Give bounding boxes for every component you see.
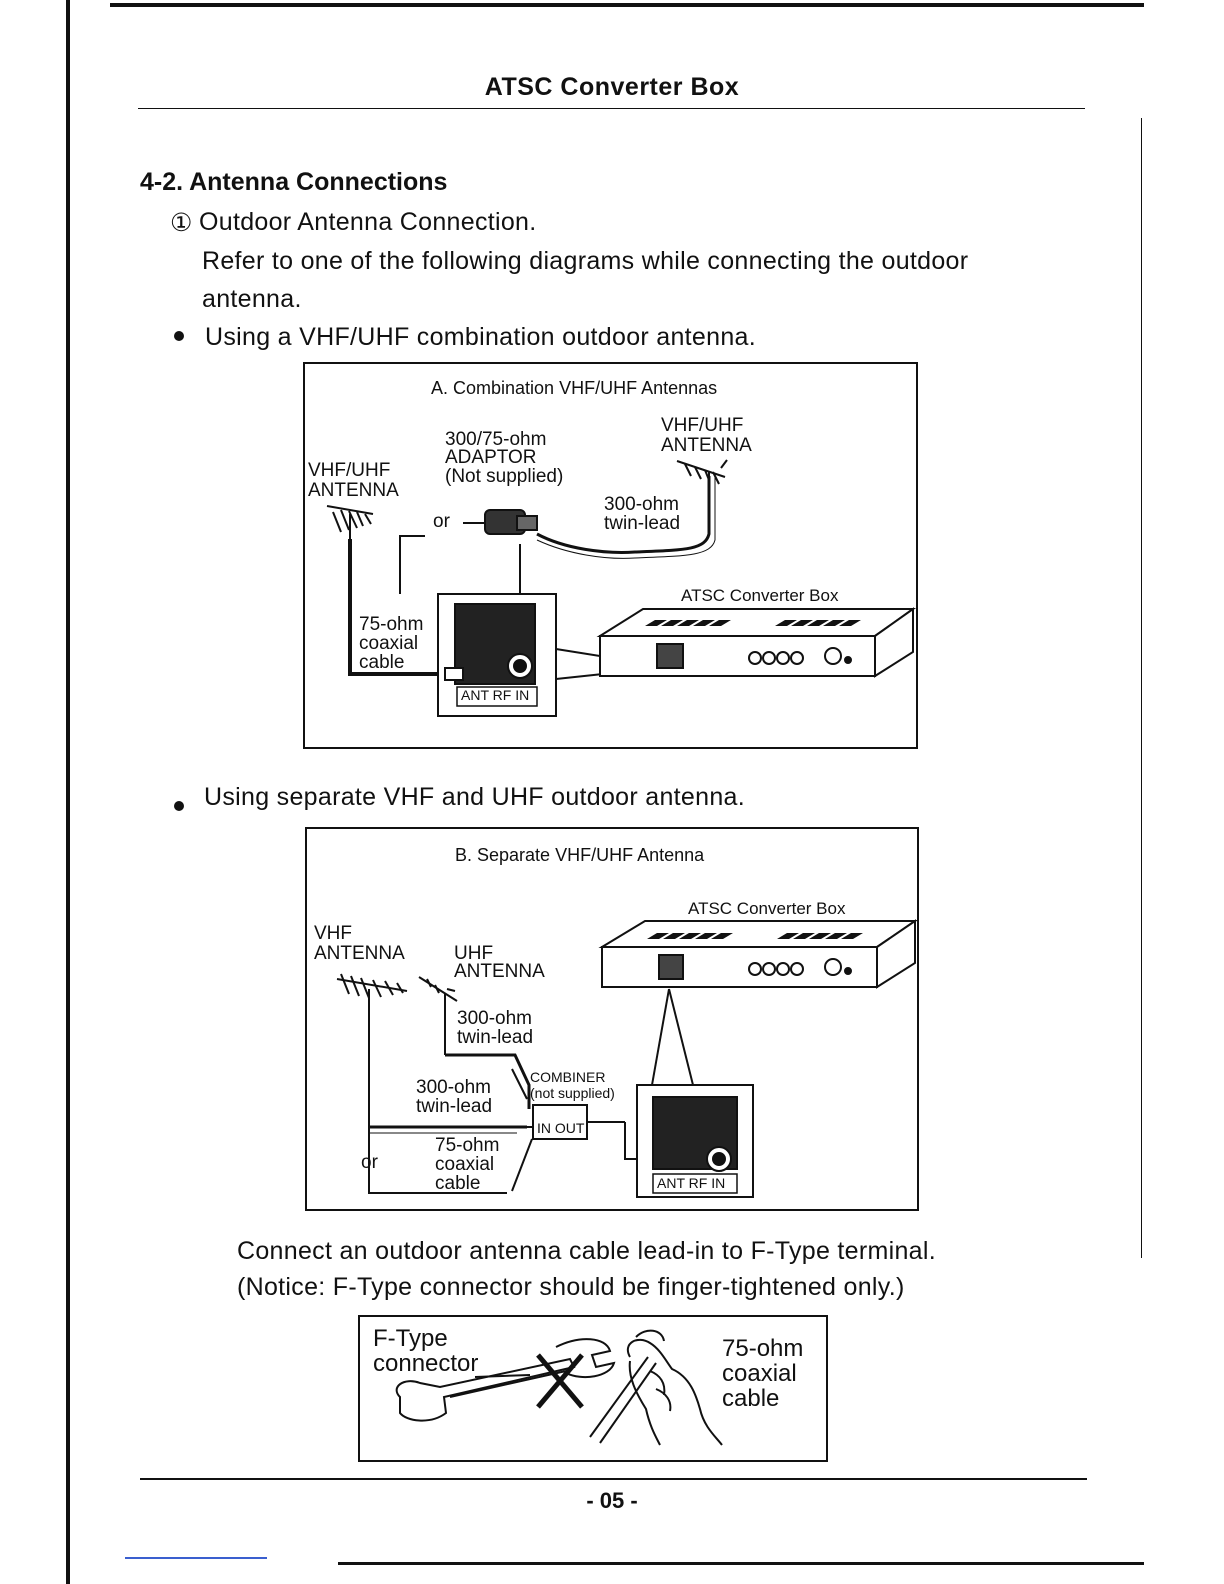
twin-lead-label-1: 300-ohm: [604, 494, 679, 515]
diagram-b-drawing: [336, 919, 919, 1198]
vhf-antenna-icon: [336, 973, 408, 1193]
twin-lead-label-2: twin-lead: [604, 513, 681, 534]
intro-line-1: Refer to one of the following diagrams w…: [202, 247, 969, 275]
footer-rule: [140, 1478, 1087, 1480]
left-antenna-label-2: ANTENNA: [308, 480, 399, 501]
diagram-a-caption: A. Combination VHF/UHF Antennas: [431, 378, 718, 398]
bullet-dot-2: [174, 801, 184, 811]
or-label: or: [433, 511, 450, 532]
uhf-label-2: ANTENNA: [454, 961, 545, 982]
ftype-label-2: connector: [373, 1350, 479, 1377]
diagram-a: A. Combination VHF/UHF Antennas 300/75-o…: [303, 362, 918, 749]
coax-c-label-1: 75-ohm: [722, 1335, 804, 1362]
uhf-antenna-icon: [418, 976, 458, 1055]
ftype-label-1: F-Type: [373, 1325, 448, 1352]
right-antenna-label-1: VHF/UHF: [661, 415, 744, 436]
bottom-border: [338, 1562, 1144, 1565]
converter-box-icon-b: [598, 919, 919, 989]
top-border: [110, 3, 1144, 7]
step-marker: ①: [170, 209, 193, 237]
coax-b-label-2: coaxial: [435, 1154, 495, 1175]
ant-rf-in-label-a: ANT RF IN: [461, 687, 530, 703]
twin-left-label-1: 300-ohm: [416, 1077, 491, 1098]
ant-rf-in-label-b: ANT RF IN: [657, 1175, 726, 1191]
step-title: Outdoor Antenna Connection.: [199, 208, 537, 236]
diagram-a-drawing: [326, 459, 917, 717]
section-title: 4-2. Antenna Connections: [140, 168, 448, 196]
twin-top-label-2: twin-lead: [457, 1027, 534, 1048]
left-antenna-label-1: VHF/UHF: [308, 460, 391, 481]
bullet-dot-1: [174, 331, 184, 341]
prohibited-x-icon: [536, 1353, 584, 1409]
vhf-label-2: ANTENNA: [314, 943, 405, 964]
converter-box-label-b: ATSC Converter Box: [688, 899, 846, 918]
right-margin-line: [1141, 118, 1142, 1258]
page-number: - 05 -: [586, 1488, 638, 1513]
note-line-2: (Notice: F-Type connector should be fing…: [237, 1273, 905, 1301]
in-out-label: IN OUT: [537, 1120, 585, 1136]
diagram-c-drawing: [395, 1329, 723, 1446]
converter-box-label-a: ATSC Converter Box: [681, 586, 839, 605]
adaptor-label-3: (Not supplied): [445, 466, 564, 487]
combiner-label-1: COMBINER: [530, 1069, 606, 1085]
coax-b-label-1: 75-ohm: [435, 1135, 500, 1156]
right-antenna-label-2: ANTENNA: [661, 435, 752, 456]
bullet-1-text: Using a VHF/UHF combination outdoor ante…: [205, 323, 756, 351]
coax-label-2: coaxial: [359, 633, 419, 654]
page-left-edge: [66, 0, 70, 1584]
vhf-label-1: VHF: [314, 923, 352, 944]
diagram-b-caption: B. Separate VHF/UHF Antenna: [455, 845, 705, 865]
page-header: ATSC Converter Box: [484, 73, 740, 101]
header-rule: [138, 108, 1085, 109]
intro-line-2: antenna.: [202, 285, 302, 313]
adaptor-label-1: 300/75-ohm: [445, 429, 547, 450]
right-antenna-icon: [676, 459, 728, 514]
twin-top-label-1: 300-ohm: [457, 1008, 532, 1029]
twin-left-label-2: twin-lead: [416, 1096, 493, 1117]
adaptor-icon: [484, 509, 538, 535]
combiner-label-2: (not supplied): [530, 1085, 615, 1101]
coax-cable-icon: [589, 1356, 657, 1444]
coax-c-label-3: cable: [722, 1385, 780, 1412]
adaptor-label-2: ADAPTOR: [445, 447, 537, 468]
diagram-b: B. Separate VHF/UHF Antenna ATSC Convert…: [305, 827, 919, 1211]
bottom-left-mark: [125, 1557, 267, 1559]
note-line-1: Connect an outdoor antenna cable lead-in…: [237, 1237, 936, 1265]
coax-c-label-2: coaxial: [722, 1360, 797, 1387]
coax-label-1: 75-ohm: [359, 614, 424, 635]
wrench-icon: [395, 1338, 616, 1422]
bullet-2-text: Using separate VHF and UHF outdoor anten…: [204, 783, 745, 811]
hand-icon: [627, 1329, 723, 1446]
uhf-label-1: UHF: [454, 943, 494, 964]
coax-label-3: cable: [359, 652, 405, 673]
diagram-c: F-Type connector 75-ohm coaxial cable: [358, 1315, 828, 1462]
converter-box-icon-a: [596, 607, 917, 678]
coax-b-label-3: cable: [435, 1173, 481, 1194]
